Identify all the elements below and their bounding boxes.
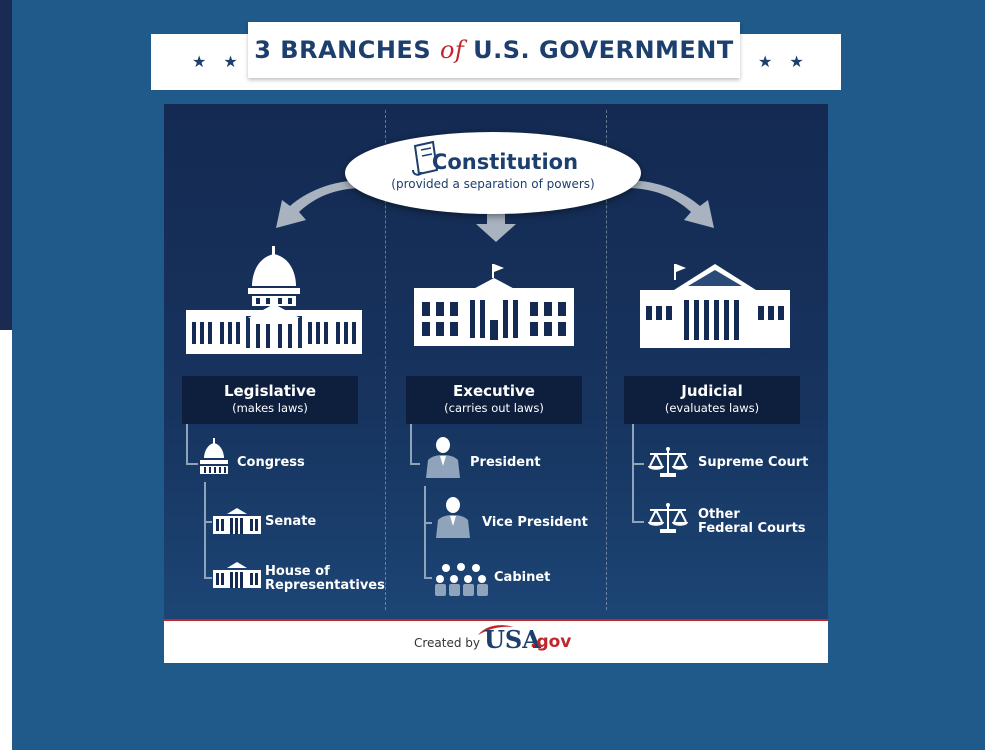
separation-arrows [276,180,714,242]
branch-name: Judicial [681,382,743,400]
title-prefix: 3 BRANCHES [254,36,440,64]
item-senate: Senate [265,514,317,529]
branch-role: (evaluates laws) [664,401,760,415]
capitol-building-icon [186,246,362,354]
tree-line [204,577,212,579]
item-label-line1: House of [265,564,330,579]
item-president: President [470,455,541,470]
tree-line [410,424,412,464]
title-of: of [439,36,465,64]
tree-line [204,482,206,577]
left-edge-white [0,330,12,750]
branch-name: Executive [453,382,535,400]
branch-name: Legislative [223,382,317,400]
building-icon [213,508,261,534]
branch-header-judicial: Judicial (evaluates laws) [624,376,800,424]
tree-line [410,463,420,465]
group-icon [435,563,488,596]
branch-role: (carries out laws) [444,401,544,415]
title-suffix: U.S. GOVERNMENT [464,36,734,64]
scroll-icon [412,140,439,176]
left-edge-dark [0,0,12,330]
swoosh-icon [478,625,514,635]
item-supreme-court: Supreme Court [698,455,809,470]
supreme-court-building-icon [640,264,790,348]
item-other-federal-courts: Other Federal Courts [698,508,806,536]
constitution-oval: Constitution (provided a separation of p… [345,132,641,214]
item-label-line1: Other [698,507,740,522]
tree-line [424,577,432,579]
constitution-title: Constitution [431,150,579,174]
item-label-line2: Federal Courts [698,521,806,536]
constitution-subtitle: (provided a separation of powers) [391,177,595,191]
capitol-dome-icon [200,438,228,474]
branch-header-legislative: Legislative (makes laws) [182,376,358,424]
arrow-down-icon [476,210,516,242]
stars-left: ★ ★ [192,52,244,71]
person-icon [436,497,470,538]
divider-left [385,110,386,610]
arrow-right-icon [626,180,714,228]
item-cabinet: Cabinet [494,570,551,585]
item-congress: Congress [237,455,305,470]
footer: Created by USA .gov [164,619,828,663]
tree-line [424,522,432,524]
tree-line [632,424,634,522]
page-title: 3 BRANCHES of U.S. GOVERNMENT [254,36,734,64]
scales-icon [648,447,688,477]
tree-line [632,463,644,465]
person-icon [426,437,460,478]
item-label-line2: Representatives [265,578,385,593]
tree-line [632,521,644,523]
arrow-left-icon [276,180,364,228]
branch-header-executive: Executive (carries out laws) [406,376,582,424]
building-icon [213,562,261,588]
branch-role: (makes laws) [232,401,308,415]
scales-icon [648,503,688,533]
white-house-icon [414,264,574,346]
item-house-of-representatives: House of Representatives [265,565,385,593]
usa-gov-logo: USA [484,625,541,654]
title-banner: 3 BRANCHES of U.S. GOVERNMENT [248,22,740,78]
created-by-text: Created by [414,636,481,650]
tree-line [424,486,426,578]
item-vice-president: Vice President [482,515,588,530]
usa-gov-logo-suffix: .gov [530,632,572,652]
tree-line [186,424,188,464]
divider-right [606,110,607,610]
tree-line [204,521,212,523]
stars-right: ★ ★ [758,52,810,71]
tree-line [186,463,198,465]
